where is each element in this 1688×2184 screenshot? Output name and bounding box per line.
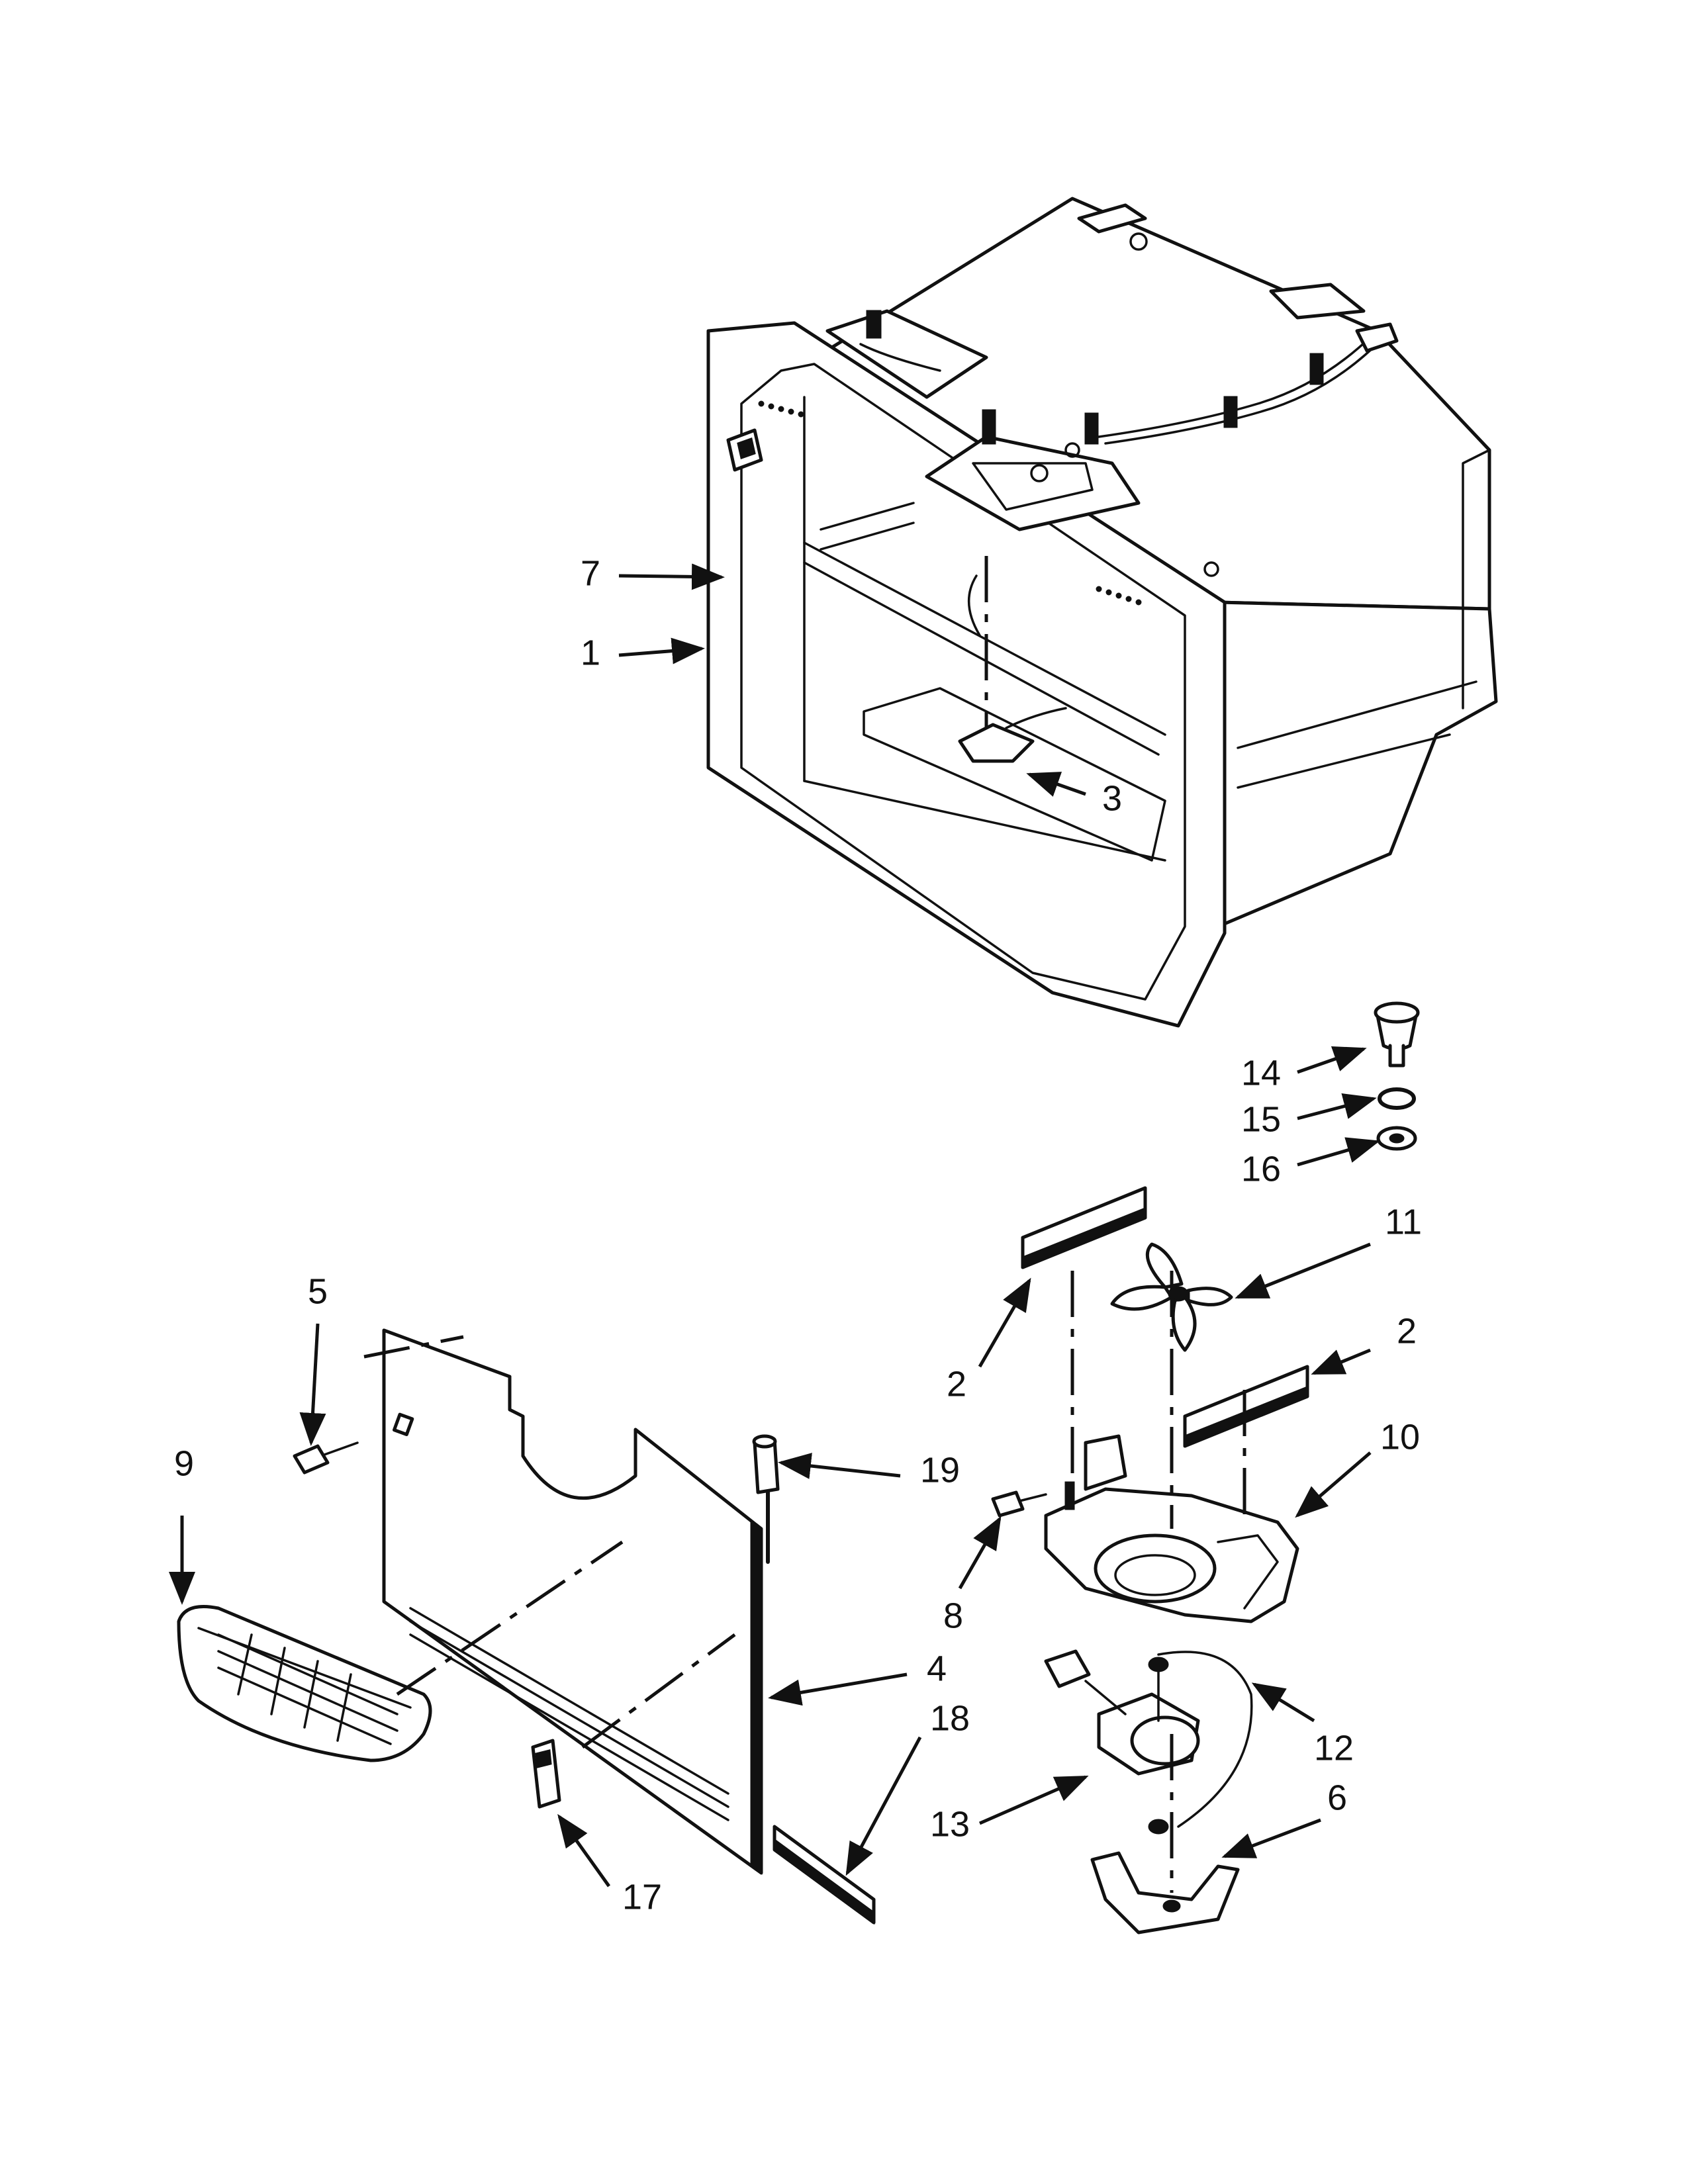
- callout-1: 1: [581, 633, 600, 672]
- callout-3: 3: [1102, 778, 1122, 818]
- callout-11: 11: [1385, 1202, 1422, 1242]
- assembly-lines: [396, 1540, 736, 1749]
- callout-17: 17: [622, 1877, 662, 1917]
- callout-16: 16: [1241, 1149, 1281, 1189]
- callout-2-lower: 2: [1397, 1311, 1417, 1351]
- callout-13: 13: [930, 1804, 970, 1844]
- fan-motor: [1044, 1649, 1253, 1835]
- switch: [726, 428, 763, 472]
- thermistor-clip: [531, 1739, 561, 1809]
- callout-10: 10: [1380, 1417, 1420, 1457]
- callout-2-upper: 2: [947, 1364, 966, 1404]
- evaporator-cover: [363, 1328, 763, 1875]
- callout-labels: 7 1 3 14 15 16 11 2 2 10 5 19 9 8 4 18 1…: [174, 553, 1422, 1917]
- callout-4: 4: [927, 1649, 947, 1688]
- screw-shroud: [991, 1490, 1047, 1518]
- callout-6: 6: [1327, 1778, 1347, 1817]
- callout-5: 5: [308, 1271, 328, 1311]
- screw-panel: [293, 1441, 359, 1475]
- probe: [752, 1434, 780, 1564]
- callout-19: 19: [920, 1450, 960, 1490]
- motor-bracket: [1090, 1734, 1240, 1934]
- callout-18: 18: [930, 1698, 970, 1738]
- freezer-liner: [706, 197, 1498, 1028]
- callout-9: 9: [174, 1443, 194, 1483]
- leader-arrows: [169, 563, 1380, 1888]
- callout-14: 14: [1241, 1053, 1281, 1093]
- callout-8: 8: [943, 1596, 963, 1635]
- callout-15: 15: [1241, 1099, 1281, 1139]
- fan-shroud: [1044, 1271, 1299, 1623]
- callout-12: 12: [1314, 1728, 1354, 1768]
- grille: [177, 1605, 432, 1762]
- sensor: [958, 556, 1067, 763]
- callout-7: 7: [581, 553, 600, 593]
- grommet-stack: [1374, 1001, 1420, 1151]
- foam-pad-upper: [1021, 1186, 1147, 1269]
- foam-strip: [773, 1825, 876, 1925]
